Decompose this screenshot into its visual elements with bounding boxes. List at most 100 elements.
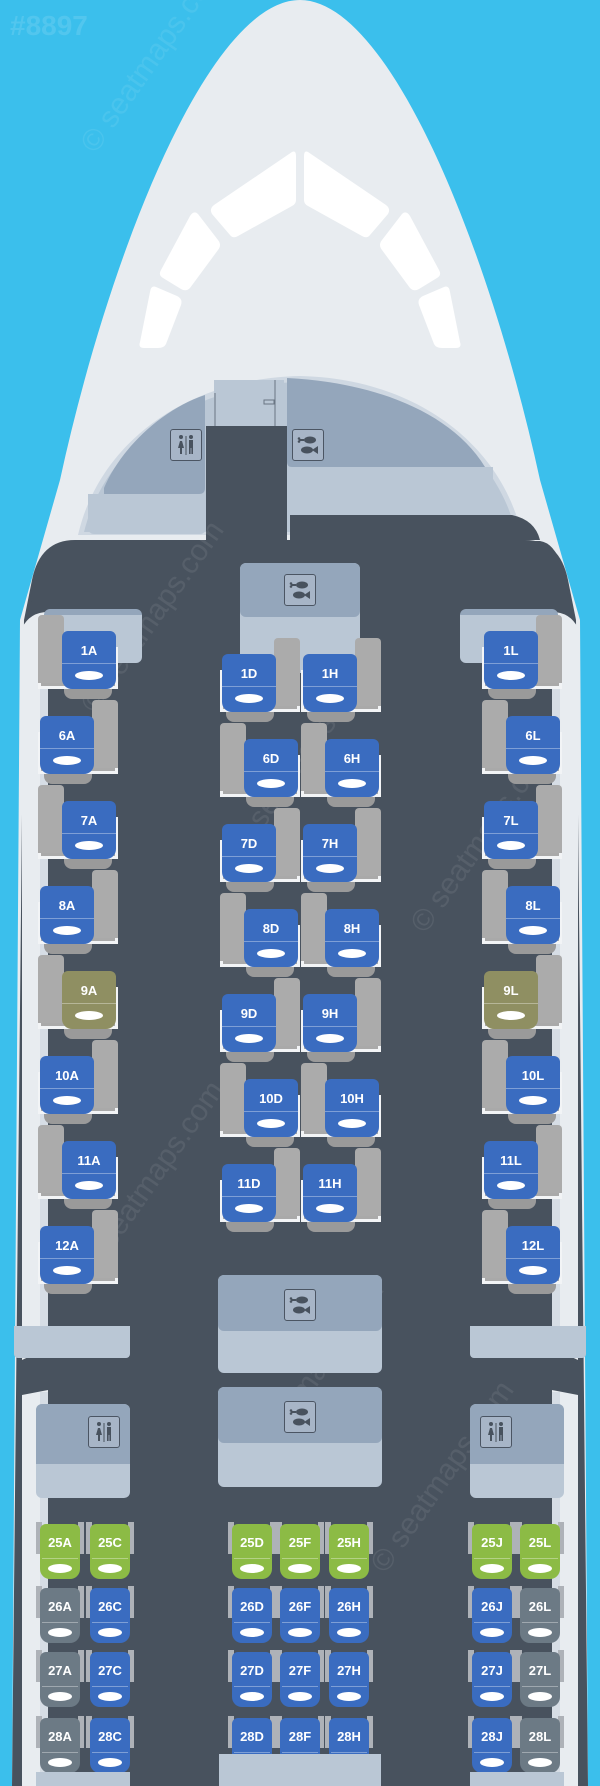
business-seat[interactable]: 6A (38, 700, 118, 784)
seat-cushion[interactable]: 9D (222, 994, 276, 1052)
business-seat[interactable]: 6D (220, 723, 300, 807)
seat-cushion[interactable]: 10D (244, 1079, 298, 1137)
economy-seat[interactable]: 26L (516, 1586, 564, 1646)
business-seat[interactable]: 7L (482, 785, 562, 869)
business-seat[interactable]: 11L (482, 1125, 562, 1209)
business-seat[interactable]: 1D (220, 638, 300, 722)
seat-cushion[interactable]: 27D (232, 1652, 272, 1707)
seat-cushion[interactable]: 26A (40, 1588, 80, 1643)
economy-seat[interactable]: 26A (36, 1586, 84, 1646)
business-seat[interactable]: 7A (38, 785, 118, 869)
business-seat[interactable]: 6L (482, 700, 562, 784)
business-seat[interactable]: 12A (38, 1210, 118, 1294)
seat-cushion[interactable]: 26C (90, 1588, 130, 1643)
business-seat[interactable]: 9L (482, 955, 562, 1039)
business-seat[interactable]: 11D (220, 1148, 300, 1232)
seat-cushion[interactable]: 25J (472, 1524, 512, 1579)
business-seat[interactable]: 8D (220, 893, 300, 977)
seat-cushion[interactable]: 11H (303, 1164, 357, 1222)
seat-cushion[interactable]: 10H (325, 1079, 379, 1137)
seat-cushion[interactable]: 12L (506, 1226, 560, 1284)
seat-cushion[interactable]: 7L (484, 801, 538, 859)
economy-seat[interactable]: 25F (276, 1522, 324, 1582)
business-seat[interactable]: 9D (220, 978, 300, 1062)
seat-cushion[interactable]: 27A (40, 1652, 80, 1707)
seat-cushion[interactable]: 25D (232, 1524, 272, 1579)
economy-seat[interactable]: 27H (325, 1650, 373, 1710)
economy-seat[interactable]: 25D (228, 1522, 276, 1582)
business-seat[interactable]: 7D (220, 808, 300, 892)
seat-cushion[interactable]: 1D (222, 654, 276, 712)
economy-seat[interactable]: 25A (36, 1522, 84, 1582)
seat-cushion[interactable]: 25C (90, 1524, 130, 1579)
seat-cushion[interactable]: 25F (280, 1524, 320, 1579)
business-seat[interactable]: 8A (38, 870, 118, 954)
economy-seat[interactable]: 26D (228, 1586, 276, 1646)
business-seat[interactable]: 1H (301, 638, 381, 722)
seat-cushion[interactable]: 28C (90, 1718, 130, 1773)
seat-cushion[interactable]: 9H (303, 994, 357, 1052)
seat-cushion[interactable]: 26F (280, 1588, 320, 1643)
business-seat[interactable]: 8L (482, 870, 562, 954)
seat-cushion[interactable]: 27F (280, 1652, 320, 1707)
business-seat[interactable]: 1L (482, 615, 562, 699)
seat-cushion[interactable]: 25A (40, 1524, 80, 1579)
business-seat[interactable]: 8H (301, 893, 381, 977)
seat-cushion[interactable]: 26H (329, 1588, 369, 1643)
economy-seat[interactable]: 28L (516, 1716, 564, 1776)
business-seat[interactable]: 10H (301, 1063, 381, 1147)
economy-seat[interactable]: 27C (86, 1650, 134, 1710)
economy-seat[interactable]: 27J (468, 1650, 516, 1710)
seat-cushion[interactable]: 26L (520, 1588, 560, 1643)
business-seat[interactable]: 9A (38, 955, 118, 1039)
economy-seat[interactable]: 27L (516, 1650, 564, 1710)
business-seat[interactable]: 1A (38, 615, 118, 699)
economy-seat[interactable]: 27A (36, 1650, 84, 1710)
economy-seat[interactable]: 25H (325, 1522, 373, 1582)
seat-cushion[interactable]: 8D (244, 909, 298, 967)
seat-cushion[interactable]: 26J (472, 1588, 512, 1643)
seat-cushion[interactable]: 7H (303, 824, 357, 882)
economy-seat[interactable]: 27F (276, 1650, 324, 1710)
seat-cushion[interactable]: 6A (40, 716, 94, 774)
business-seat[interactable]: 10L (482, 1040, 562, 1124)
economy-seat[interactable]: 26H (325, 1586, 373, 1646)
seat-cushion[interactable]: 25H (329, 1524, 369, 1579)
business-seat[interactable]: 10A (38, 1040, 118, 1124)
business-seat[interactable]: 11A (38, 1125, 118, 1209)
seat-cushion[interactable]: 28A (40, 1718, 80, 1773)
business-seat[interactable]: 7H (301, 808, 381, 892)
seat-cushion[interactable]: 6H (325, 739, 379, 797)
seat-cushion[interactable]: 7D (222, 824, 276, 882)
seat-cushion[interactable]: 10L (506, 1056, 560, 1114)
seat-cushion[interactable]: 25L (520, 1524, 560, 1579)
seat-cushion[interactable]: 9A (62, 971, 116, 1029)
economy-seat[interactable]: 28J (468, 1716, 516, 1776)
seat-cushion[interactable]: 27J (472, 1652, 512, 1707)
business-seat[interactable]: 9H (301, 978, 381, 1062)
seat-cushion[interactable]: 9L (484, 971, 538, 1029)
seat-cushion[interactable]: 6D (244, 739, 298, 797)
seat-cushion[interactable]: 8L (506, 886, 560, 944)
business-seat[interactable]: 10D (220, 1063, 300, 1147)
business-seat[interactable]: 12L (482, 1210, 562, 1294)
seat-cushion[interactable]: 28L (520, 1718, 560, 1773)
seat-cushion[interactable]: 8A (40, 886, 94, 944)
seat-cushion[interactable]: 1L (484, 631, 538, 689)
seat-cushion[interactable]: 26D (232, 1588, 272, 1643)
seat-cushion[interactable]: 1A (62, 631, 116, 689)
seat-cushion[interactable]: 11D (222, 1164, 276, 1222)
economy-seat[interactable]: 27D (228, 1650, 276, 1710)
economy-seat[interactable]: 25C (86, 1522, 134, 1582)
seat-cushion[interactable]: 27H (329, 1652, 369, 1707)
economy-seat[interactable]: 26J (468, 1586, 516, 1646)
seat-cushion[interactable]: 8H (325, 909, 379, 967)
seat-cushion[interactable]: 10A (40, 1056, 94, 1114)
economy-seat[interactable]: 25L (516, 1522, 564, 1582)
business-seat[interactable]: 11H (301, 1148, 381, 1232)
seat-cushion[interactable]: 1H (303, 654, 357, 712)
economy-seat[interactable]: 25J (468, 1522, 516, 1582)
economy-seat[interactable]: 26F (276, 1586, 324, 1646)
seat-cushion[interactable]: 28J (472, 1718, 512, 1773)
economy-seat[interactable]: 28A (36, 1716, 84, 1776)
